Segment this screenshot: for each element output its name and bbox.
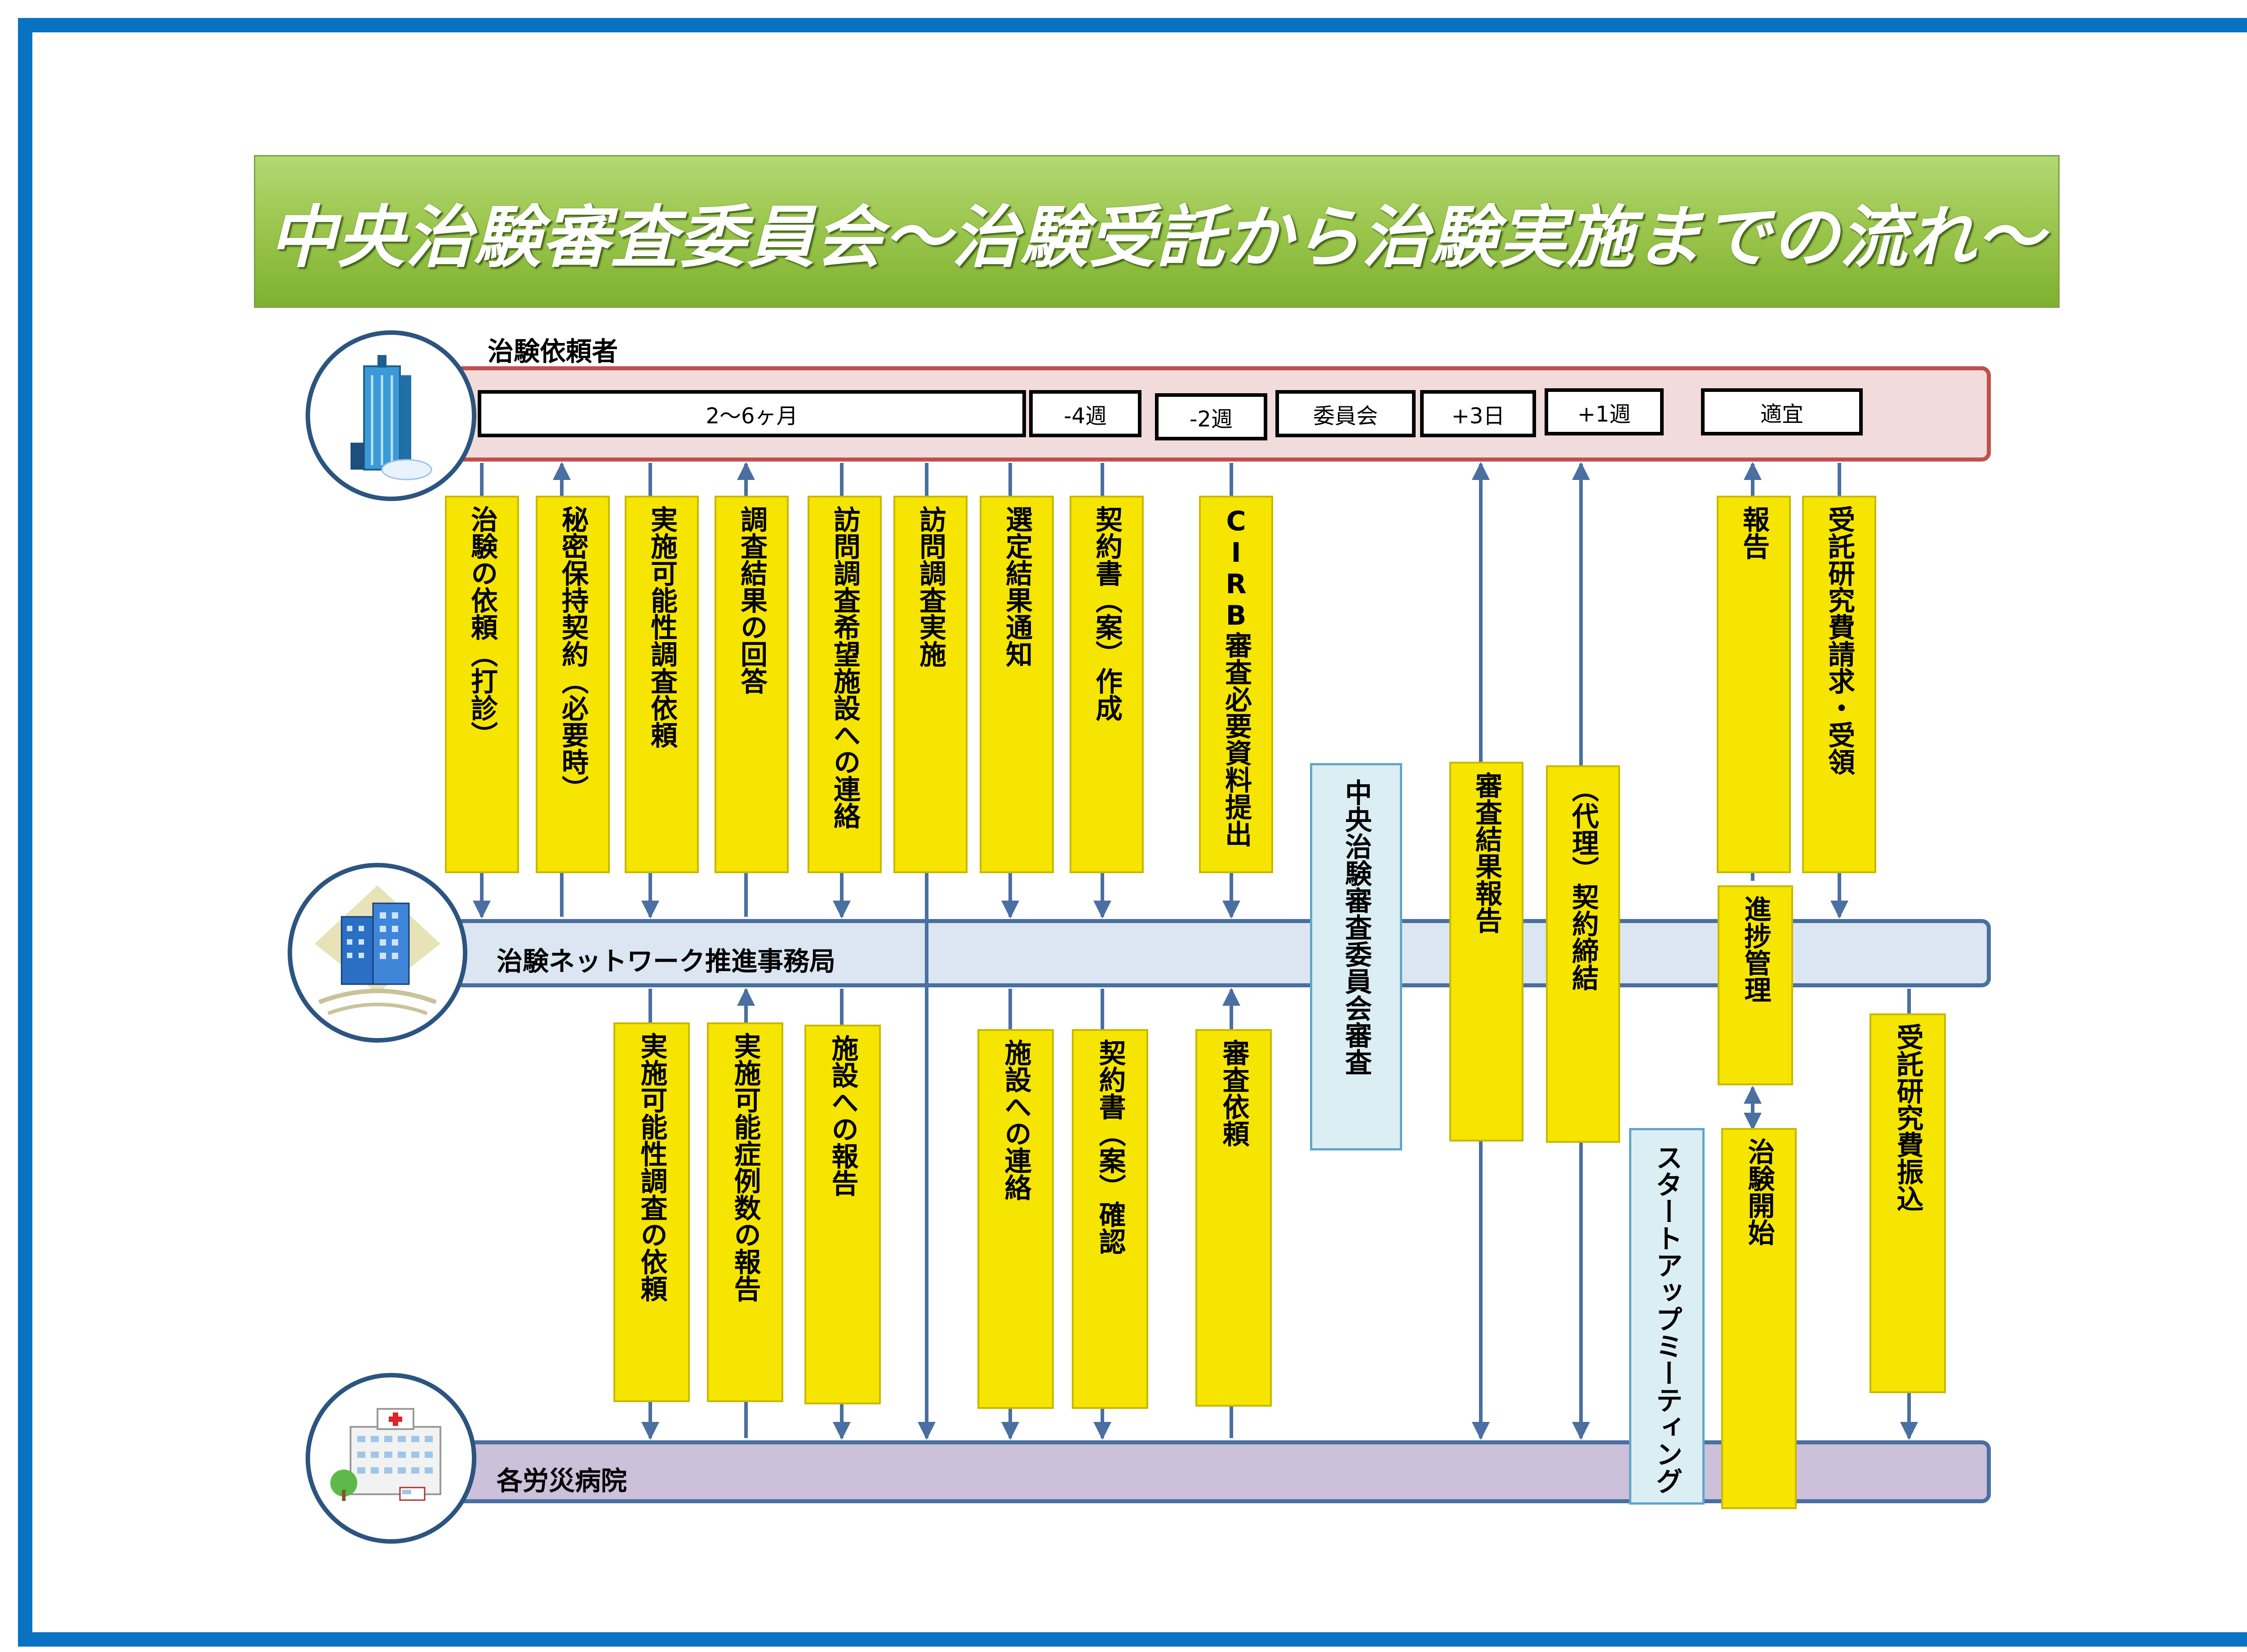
step-label: 訪問調査希望施設への連絡 xyxy=(829,506,861,829)
step-label: 受託研究費振込 xyxy=(1892,1023,1923,1212)
step-trial-request: 治験の依頼（打診） xyxy=(445,496,519,873)
step-trial-start: 治験開始 xyxy=(1721,1128,1797,1509)
step-review-result: 審査結果報告 xyxy=(1449,762,1523,1141)
hospital-building-icon xyxy=(306,1373,476,1544)
step-label: 契約書（案）確認 xyxy=(1094,1039,1126,1255)
step-contract-draft: 契約書（案）作成 xyxy=(1070,496,1144,873)
step-label: 審査結果報告 xyxy=(1470,772,1502,933)
step-feasibility-request: 実施可能性調査依頼 xyxy=(625,496,699,873)
step-fee-transfer: 受託研究費振込 xyxy=(1870,1013,1946,1393)
step-feasibility-survey-request: 実施可能性調査の依頼 xyxy=(613,1022,690,1402)
startup-meeting-label: スタートアップミーティング xyxy=(1651,1144,1683,1494)
step-label: 受託研究費請求・受領 xyxy=(1823,506,1855,775)
step-selection-notice: 選定結果通知 xyxy=(980,496,1054,873)
office-lane-label: 治験ネットワーク推進事務局 xyxy=(497,946,836,977)
step-label: CIRB審査必要資料提出 xyxy=(1220,506,1252,847)
step-cirb-documents: CIRB審査必要資料提出 xyxy=(1199,496,1273,873)
sponsor-building-icon xyxy=(306,330,476,501)
step-visit-contact: 訪問調査希望施設への連絡 xyxy=(808,496,882,873)
step-label: 契約書（案）作成 xyxy=(1091,506,1123,721)
step-label: 治験開始 xyxy=(1743,1138,1775,1246)
timeline-plus3d: +3日 xyxy=(1420,390,1536,437)
step-report: 報告 xyxy=(1717,496,1791,873)
page-title: 中央治験審査委員会～治験受託から治験実施までの流れ～ xyxy=(268,198,2045,277)
step-label: 施設への報告 xyxy=(827,1035,858,1196)
step-facility-contact: 施設への連絡 xyxy=(977,1029,1054,1409)
step-review-request: 審査依頼 xyxy=(1195,1029,1272,1407)
step-case-count-report: 実施可能症例数の報告 xyxy=(707,1022,783,1402)
step-label: 調査結果の回答 xyxy=(736,506,768,694)
step-fee-request: 受託研究費請求・受領 xyxy=(1802,496,1876,873)
step-nda: 秘密保持契約（必要時） xyxy=(536,496,610,873)
step-facility-report: 施設への報告 xyxy=(804,1025,881,1404)
timeline-minus4w: -4週 xyxy=(1029,390,1141,437)
step-survey-answer: 調査結果の回答 xyxy=(715,496,789,873)
committee-review-box: 中央治験審査委員会審査 xyxy=(1310,763,1402,1150)
step-label: （代理）契約締結 xyxy=(1567,775,1599,991)
timeline-minus2w: -2週 xyxy=(1155,393,1267,440)
step-label: 実施可能症例数の報告 xyxy=(729,1032,761,1302)
step-label: 報告 xyxy=(1738,506,1770,560)
title-banner: 中央治験審査委員会～治験受託から治験実施までの流れ～ xyxy=(254,155,2060,308)
hospital-lane-label: 各労災病院 xyxy=(497,1465,627,1496)
timeline-committee: 委員会 xyxy=(1275,390,1416,437)
step-progress-management: 進捗管理 xyxy=(1718,885,1793,1085)
step-label: 実施可能性調査依頼 xyxy=(646,506,678,748)
startup-meeting-box: スタートアップミーティング xyxy=(1629,1128,1705,1505)
step-label: 進捗管理 xyxy=(1740,895,1771,1003)
step-label: 選定結果通知 xyxy=(1001,506,1033,667)
step-contract-confirm: 契約書（案）確認 xyxy=(1072,1029,1148,1409)
timeline-plus1w: +1週 xyxy=(1545,388,1664,435)
timeline-period: 2～6ヶ月 xyxy=(478,390,1026,437)
step-visit-survey: 訪問調査実施 xyxy=(893,496,968,873)
office-building-icon xyxy=(288,863,467,1043)
step-label: 実施可能性調査の依頼 xyxy=(636,1032,667,1302)
sponsor-lane-label: 治験依頼者 xyxy=(488,336,618,367)
step-label: 治験の依頼（打診） xyxy=(466,506,498,748)
step-label: 施設への連絡 xyxy=(1000,1039,1031,1201)
committee-review-label: 中央治験審査委員会審査 xyxy=(1340,779,1372,1075)
step-label: 秘密保持契約（必要時） xyxy=(557,506,589,802)
step-label: 審査依頼 xyxy=(1218,1039,1249,1147)
step-label: 訪問調査実施 xyxy=(915,506,946,667)
timeline-as-needed: 適宜 xyxy=(1701,388,1863,435)
step-contract-signing: （代理）契約締結 xyxy=(1546,765,1620,1143)
